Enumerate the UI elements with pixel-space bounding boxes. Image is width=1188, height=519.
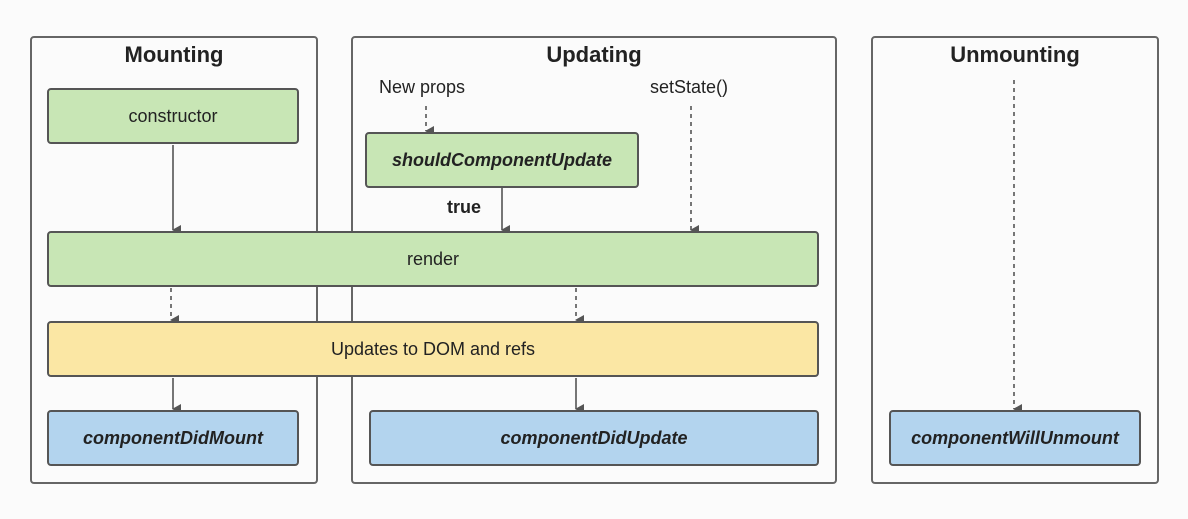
component-did-mount-node: componentDidMount bbox=[47, 410, 299, 466]
unmounting-title: Unmounting bbox=[950, 42, 1080, 67]
render-node: render bbox=[47, 231, 819, 287]
true-label: true bbox=[447, 197, 482, 217]
new-props-label: New props bbox=[379, 77, 466, 97]
should-component-update-node: shouldComponentUpdate bbox=[365, 132, 639, 188]
mounting-title: Mounting bbox=[124, 42, 224, 67]
updating-title: Updating bbox=[546, 42, 642, 67]
component-will-unmount-node: componentWillUnmount bbox=[889, 410, 1141, 466]
updates-dom-refs-node: Updates to DOM and refs bbox=[47, 321, 819, 377]
constructor-node: constructor bbox=[47, 88, 299, 144]
setstate-label: setState() bbox=[650, 77, 729, 97]
unmounting-phase: Unmounting bbox=[871, 36, 1159, 484]
component-did-update-node: componentDidUpdate bbox=[369, 410, 819, 466]
